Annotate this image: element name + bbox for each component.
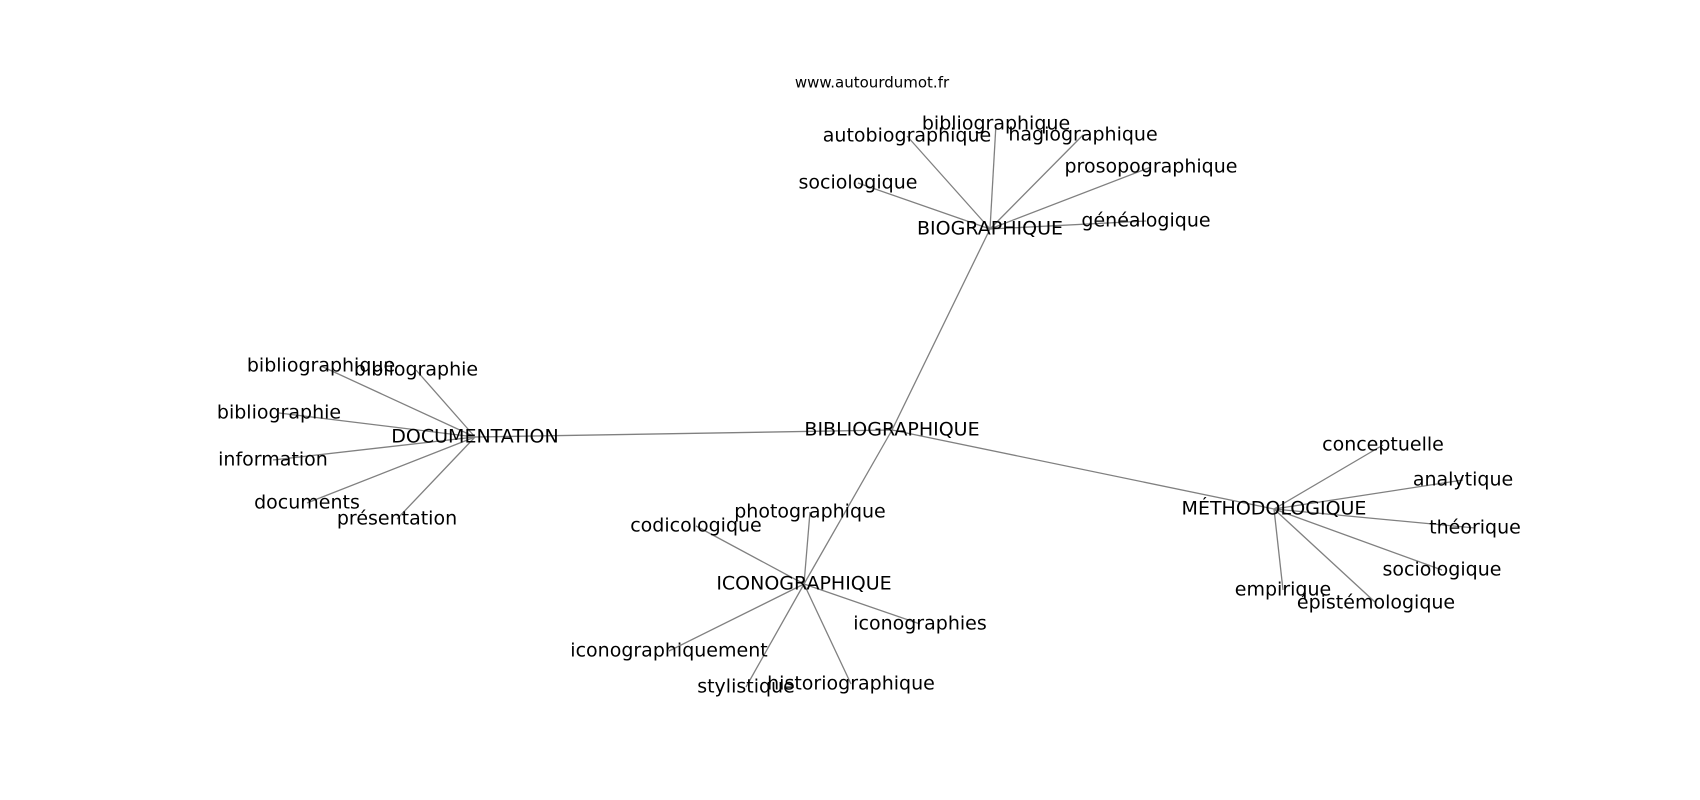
graph-labels: www.autourdumot.fr BIBLIOGRAPHIQUE BIOGR… [217, 74, 1521, 698]
edge-center-hub [803, 429, 893, 585]
edge-center-hub [891, 228, 991, 431]
leaf-node: bibliographique [247, 355, 395, 377]
source-label: www.autourdumot.fr [795, 74, 950, 92]
edge-hub-leaf [1273, 508, 1284, 591]
hub-node-biographique: BIOGRAPHIQUE [917, 218, 1063, 240]
edge-center-hub [474, 429, 893, 438]
edge-hub-leaf [989, 220, 1147, 230]
leaf-node: stylistique [697, 676, 795, 698]
leaf-node: hagiographique [1008, 124, 1157, 146]
edge-hub-leaf [803, 583, 852, 685]
edge-hub-leaf [803, 583, 921, 625]
leaf-node: analytique [1413, 469, 1513, 491]
edge-hub-leaf [1273, 508, 1443, 571]
edge-hub-leaf [857, 182, 991, 230]
edge-hub-leaf [803, 511, 811, 585]
leaf-node: iconographiquement [570, 640, 767, 662]
leaf-node: iconographies [853, 613, 987, 635]
leaf-node: épistémologique [1297, 592, 1455, 614]
edge-hub-leaf [695, 525, 805, 585]
leaf-node: sociologique [799, 172, 918, 194]
leaf-node: autobiographique [823, 125, 991, 147]
leaf-node: empirique [1235, 579, 1331, 601]
leaf-node: prosopographique [1065, 156, 1238, 178]
leaf-node: documents [254, 492, 360, 514]
leaf-node: bibliographie [354, 359, 478, 381]
leaf-node: théorique [1429, 517, 1521, 539]
edge-hub-leaf [668, 583, 805, 652]
edge-hub-leaf [989, 123, 997, 230]
leaf-node: codicologique [630, 515, 762, 537]
edge-hub-leaf [320, 365, 476, 438]
edge-hub-leaf [989, 134, 1084, 230]
edge-hub-leaf [989, 166, 1152, 230]
edge-hub-leaf [1273, 444, 1384, 510]
leaf-node: photographique [734, 501, 886, 523]
hub-node-methodologique: MÉTHODOLOGIQUE [1182, 497, 1367, 520]
edge-hub-leaf [415, 369, 476, 438]
leaf-node: conceptuelle [1322, 434, 1444, 456]
edge-center-hub [891, 429, 1275, 510]
edge-hub-leaf [278, 412, 476, 438]
edge-hub-leaf [272, 436, 476, 461]
edge-hub-leaf [306, 436, 476, 504]
leaf-node: sociologique [1383, 559, 1502, 581]
leaf-node: présentation [337, 508, 457, 530]
leaf-node: généalogique [1081, 210, 1210, 232]
edge-hub-leaf [745, 583, 805, 688]
hub-node-documentation: DOCUMENTATION [391, 426, 558, 448]
edge-hub-leaf [396, 436, 476, 520]
edge-hub-leaf [1273, 508, 1377, 604]
leaf-node: bibliographie [217, 402, 341, 424]
hub-node-iconographique: ICONOGRAPHIQUE [716, 573, 891, 595]
leaf-node: bibliographique [922, 113, 1070, 135]
edge-hub-leaf [1273, 508, 1476, 529]
leaf-node: information [218, 449, 328, 471]
edge-hub-leaf [1273, 479, 1464, 510]
graph-edges [272, 123, 1476, 688]
center-node: BIBLIOGRAPHIQUE [804, 419, 979, 441]
leaf-node: historiographique [767, 673, 935, 695]
edge-hub-leaf [906, 135, 991, 230]
